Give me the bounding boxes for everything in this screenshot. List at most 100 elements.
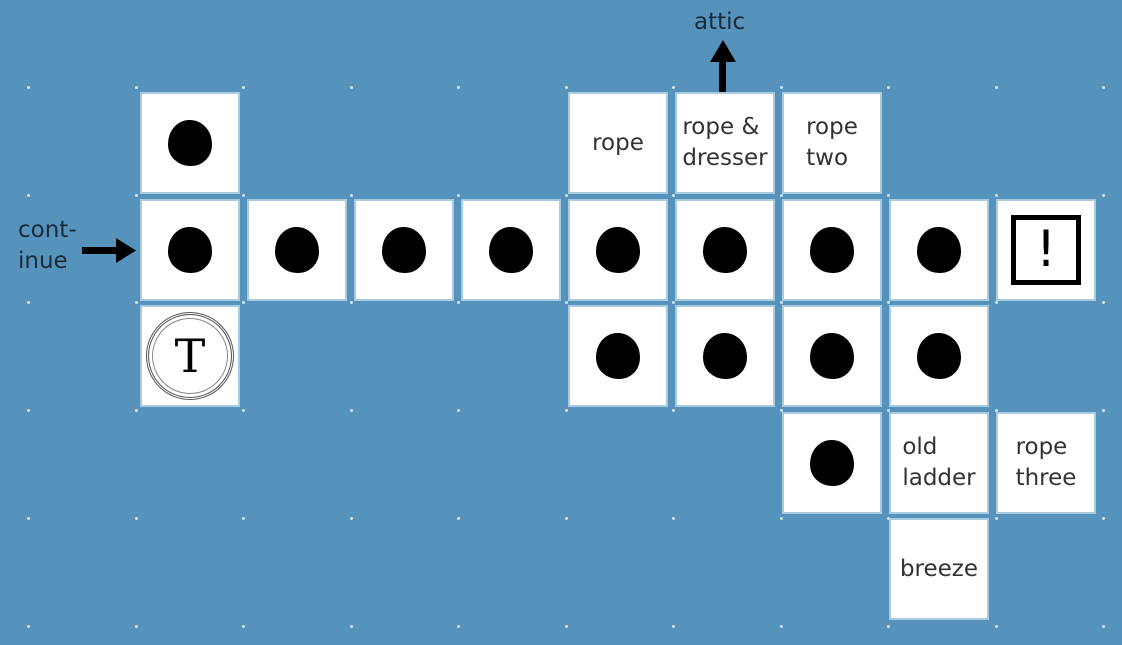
dot-icon <box>917 226 961 273</box>
grid-dot <box>564 409 568 413</box>
exclamation-icon: ! <box>1011 214 1081 285</box>
attic-label: attic <box>694 9 746 35</box>
grid-dot <box>349 624 353 628</box>
grid-dot <box>457 409 460 413</box>
grid-dot <box>457 301 460 305</box>
board-cell-text[interactable]: breeze <box>889 518 989 620</box>
grid-dot <box>242 516 245 520</box>
grid-dot <box>457 624 460 628</box>
dot-icon <box>917 333 961 379</box>
grid-dot <box>242 301 245 305</box>
board-cell-dot[interactable] <box>782 305 882 407</box>
board-cell-token[interactable]: T <box>140 305 240 407</box>
board-cell-text[interactable]: rope & dresser <box>675 92 775 194</box>
board-cell-dot[interactable] <box>247 198 347 301</box>
grid-dot <box>27 193 30 197</box>
grid-dot <box>242 409 245 413</box>
board-cell-text[interactable]: old ladder <box>889 411 989 514</box>
board-cell-dot[interactable] <box>461 198 561 301</box>
grid-dot <box>134 409 138 413</box>
grid-dot <box>349 409 353 413</box>
board-cell-text[interactable]: rope <box>568 92 668 194</box>
dot-icon <box>810 226 854 273</box>
grid-dot <box>887 301 890 305</box>
grid-dot <box>672 193 675 197</box>
dot-icon <box>168 226 212 273</box>
dot-icon <box>168 120 212 166</box>
grid-dot <box>134 516 138 520</box>
grid-dot <box>1102 516 1105 520</box>
grid-dot <box>994 301 998 305</box>
board-cell-dot[interactable] <box>140 92 240 194</box>
grid-dot <box>779 193 783 197</box>
grid-dot <box>349 301 353 305</box>
continue-label: cont- inue <box>18 217 77 274</box>
grid-dot <box>1102 86 1105 89</box>
grid-dot <box>672 409 675 413</box>
grid-dot <box>27 409 30 413</box>
grid-dot <box>564 301 568 305</box>
board-cell-dot[interactable] <box>675 198 775 301</box>
grid-dot <box>887 193 890 197</box>
arrow-up-icon <box>710 40 736 94</box>
grid-dot <box>242 193 245 197</box>
board-cell-dot[interactable] <box>889 305 989 407</box>
grid-dot <box>27 516 30 520</box>
grid-dot <box>349 86 353 89</box>
board-cell-text[interactable]: rope two <box>782 92 882 194</box>
grid-dot <box>672 624 675 628</box>
grid-dot <box>134 624 138 628</box>
grid-dot <box>887 516 890 520</box>
grid-dot <box>457 86 460 89</box>
grid-dot <box>27 624 30 628</box>
cell-label: rope two <box>806 114 858 171</box>
board-cell-text[interactable]: rope three <box>996 411 1096 514</box>
t-token-icon: T <box>146 312 234 400</box>
dot-icon <box>703 333 747 379</box>
grid-dot <box>994 624 998 628</box>
board-cell-dot[interactable] <box>782 411 882 514</box>
dot-icon <box>596 226 640 273</box>
grid-dot <box>779 86 783 89</box>
cell-label: breeze <box>899 555 979 582</box>
grid-dot <box>349 193 353 197</box>
board-cell-dot[interactable] <box>354 198 454 301</box>
grid-dot <box>779 516 783 520</box>
dot-icon <box>382 226 426 273</box>
dot-icon <box>703 226 747 273</box>
board-cell-dot[interactable] <box>140 198 240 301</box>
grid-dot <box>349 516 353 520</box>
grid-dot <box>564 86 568 89</box>
grid-dot <box>994 86 998 89</box>
dot-icon <box>810 333 854 379</box>
grid-dot <box>887 409 890 413</box>
grid-dot <box>994 193 998 197</box>
grid-dot <box>134 193 138 197</box>
grid-dot <box>994 409 998 413</box>
board-cell-exclaim[interactable]: ! <box>996 198 1096 301</box>
grid-dot <box>994 516 998 520</box>
grid-dot <box>779 624 783 628</box>
cell-label: old ladder <box>902 433 976 491</box>
grid-dot <box>887 86 890 89</box>
dot-icon <box>275 226 319 273</box>
board-cell-dot[interactable] <box>568 305 668 407</box>
board-cell-dot[interactable] <box>675 305 775 407</box>
grid-dot <box>242 624 245 628</box>
grid-dot <box>564 193 568 197</box>
dot-icon <box>810 439 854 486</box>
grid-dot <box>779 409 783 413</box>
grid-dot <box>1102 193 1105 197</box>
dot-icon <box>596 333 640 379</box>
grid-dot <box>564 516 568 520</box>
grid-dot <box>779 301 783 305</box>
board-cell-dot[interactable] <box>889 198 989 301</box>
grid-dot <box>242 86 245 89</box>
cell-label: rope three <box>1015 433 1077 491</box>
grid-dot <box>134 86 138 89</box>
grid-dot <box>672 86 675 89</box>
grid-dot <box>1102 624 1105 628</box>
board-cell-dot[interactable] <box>568 198 668 301</box>
grid-dot <box>134 301 138 305</box>
board-cell-dot[interactable] <box>782 198 882 301</box>
